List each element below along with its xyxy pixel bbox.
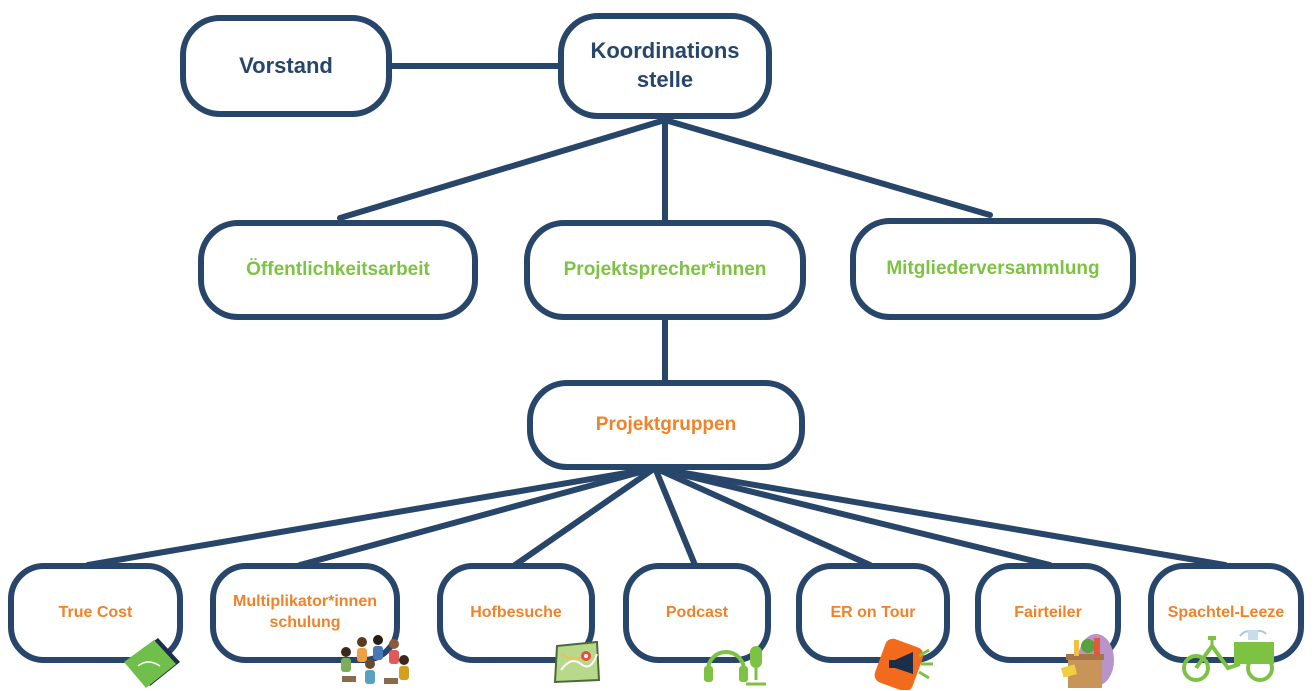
node-mitgliederversammlung: Mitgliederversammlung bbox=[850, 218, 1136, 320]
edge-pg-podcast bbox=[652, 465, 698, 568]
node-projektgruppen: Projektgruppen bbox=[527, 380, 805, 470]
node-label: Multiplikator*innen schulung bbox=[233, 593, 377, 631]
edge-pg-multiplikator bbox=[297, 465, 658, 568]
edge-pg-ertour bbox=[652, 465, 873, 568]
edge-pg-truecost bbox=[85, 465, 658, 568]
edge-pg-spachtel bbox=[652, 465, 1228, 568]
edge-koordination-oeffentlichkeit bbox=[337, 117, 668, 221]
node-label: Koordinations stelle bbox=[590, 38, 740, 92]
node-label: Hofbesuche bbox=[470, 603, 562, 621]
edge-pg-fairteiler bbox=[652, 465, 1053, 568]
node-project-podcast: Podcast bbox=[623, 563, 771, 663]
headset-mic-icon bbox=[704, 646, 766, 686]
node-projektsprecher: Projektsprecher*innen bbox=[524, 220, 806, 320]
node-label: Spachtel-Leeze bbox=[1167, 603, 1285, 621]
node-project-er-on-tour: ER on Tour bbox=[796, 563, 950, 663]
node-label: True Cost bbox=[58, 603, 133, 621]
node-project-spachtel-leeze: Spachtel-Leeze bbox=[1148, 563, 1304, 663]
edge-koordination-mitglieder bbox=[662, 117, 993, 218]
edge-pg-hofbesuche bbox=[512, 465, 658, 568]
node-label: Fairteiler bbox=[1014, 603, 1082, 621]
node-koordinationsstelle: Koordinations stelle bbox=[558, 13, 772, 119]
node-label: Podcast bbox=[665, 603, 729, 621]
node-project-multiplikator: Multiplikator*innen schulung bbox=[210, 563, 400, 663]
node-vorstand: Vorstand bbox=[180, 15, 392, 117]
book-icon bbox=[124, 638, 180, 688]
node-label: Mitgliederversammlung bbox=[886, 257, 1100, 279]
cargo-bike-icon bbox=[1182, 630, 1274, 682]
node-label: Vorstand bbox=[239, 52, 333, 78]
node-oeffentlichkeitsarbeit: Öffentlichkeitsarbeit bbox=[198, 220, 478, 320]
node-label: Öffentlichkeitsarbeit bbox=[246, 258, 430, 280]
grocery-bag-icon bbox=[1060, 634, 1114, 688]
node-label: Projektgruppen bbox=[595, 413, 737, 435]
people-group-icon bbox=[341, 635, 409, 684]
node-label: ER on Tour bbox=[830, 603, 916, 621]
map-pin-icon bbox=[553, 640, 601, 684]
node-label: Projektsprecher*innen bbox=[563, 258, 767, 280]
megaphone-icon bbox=[874, 638, 933, 690]
